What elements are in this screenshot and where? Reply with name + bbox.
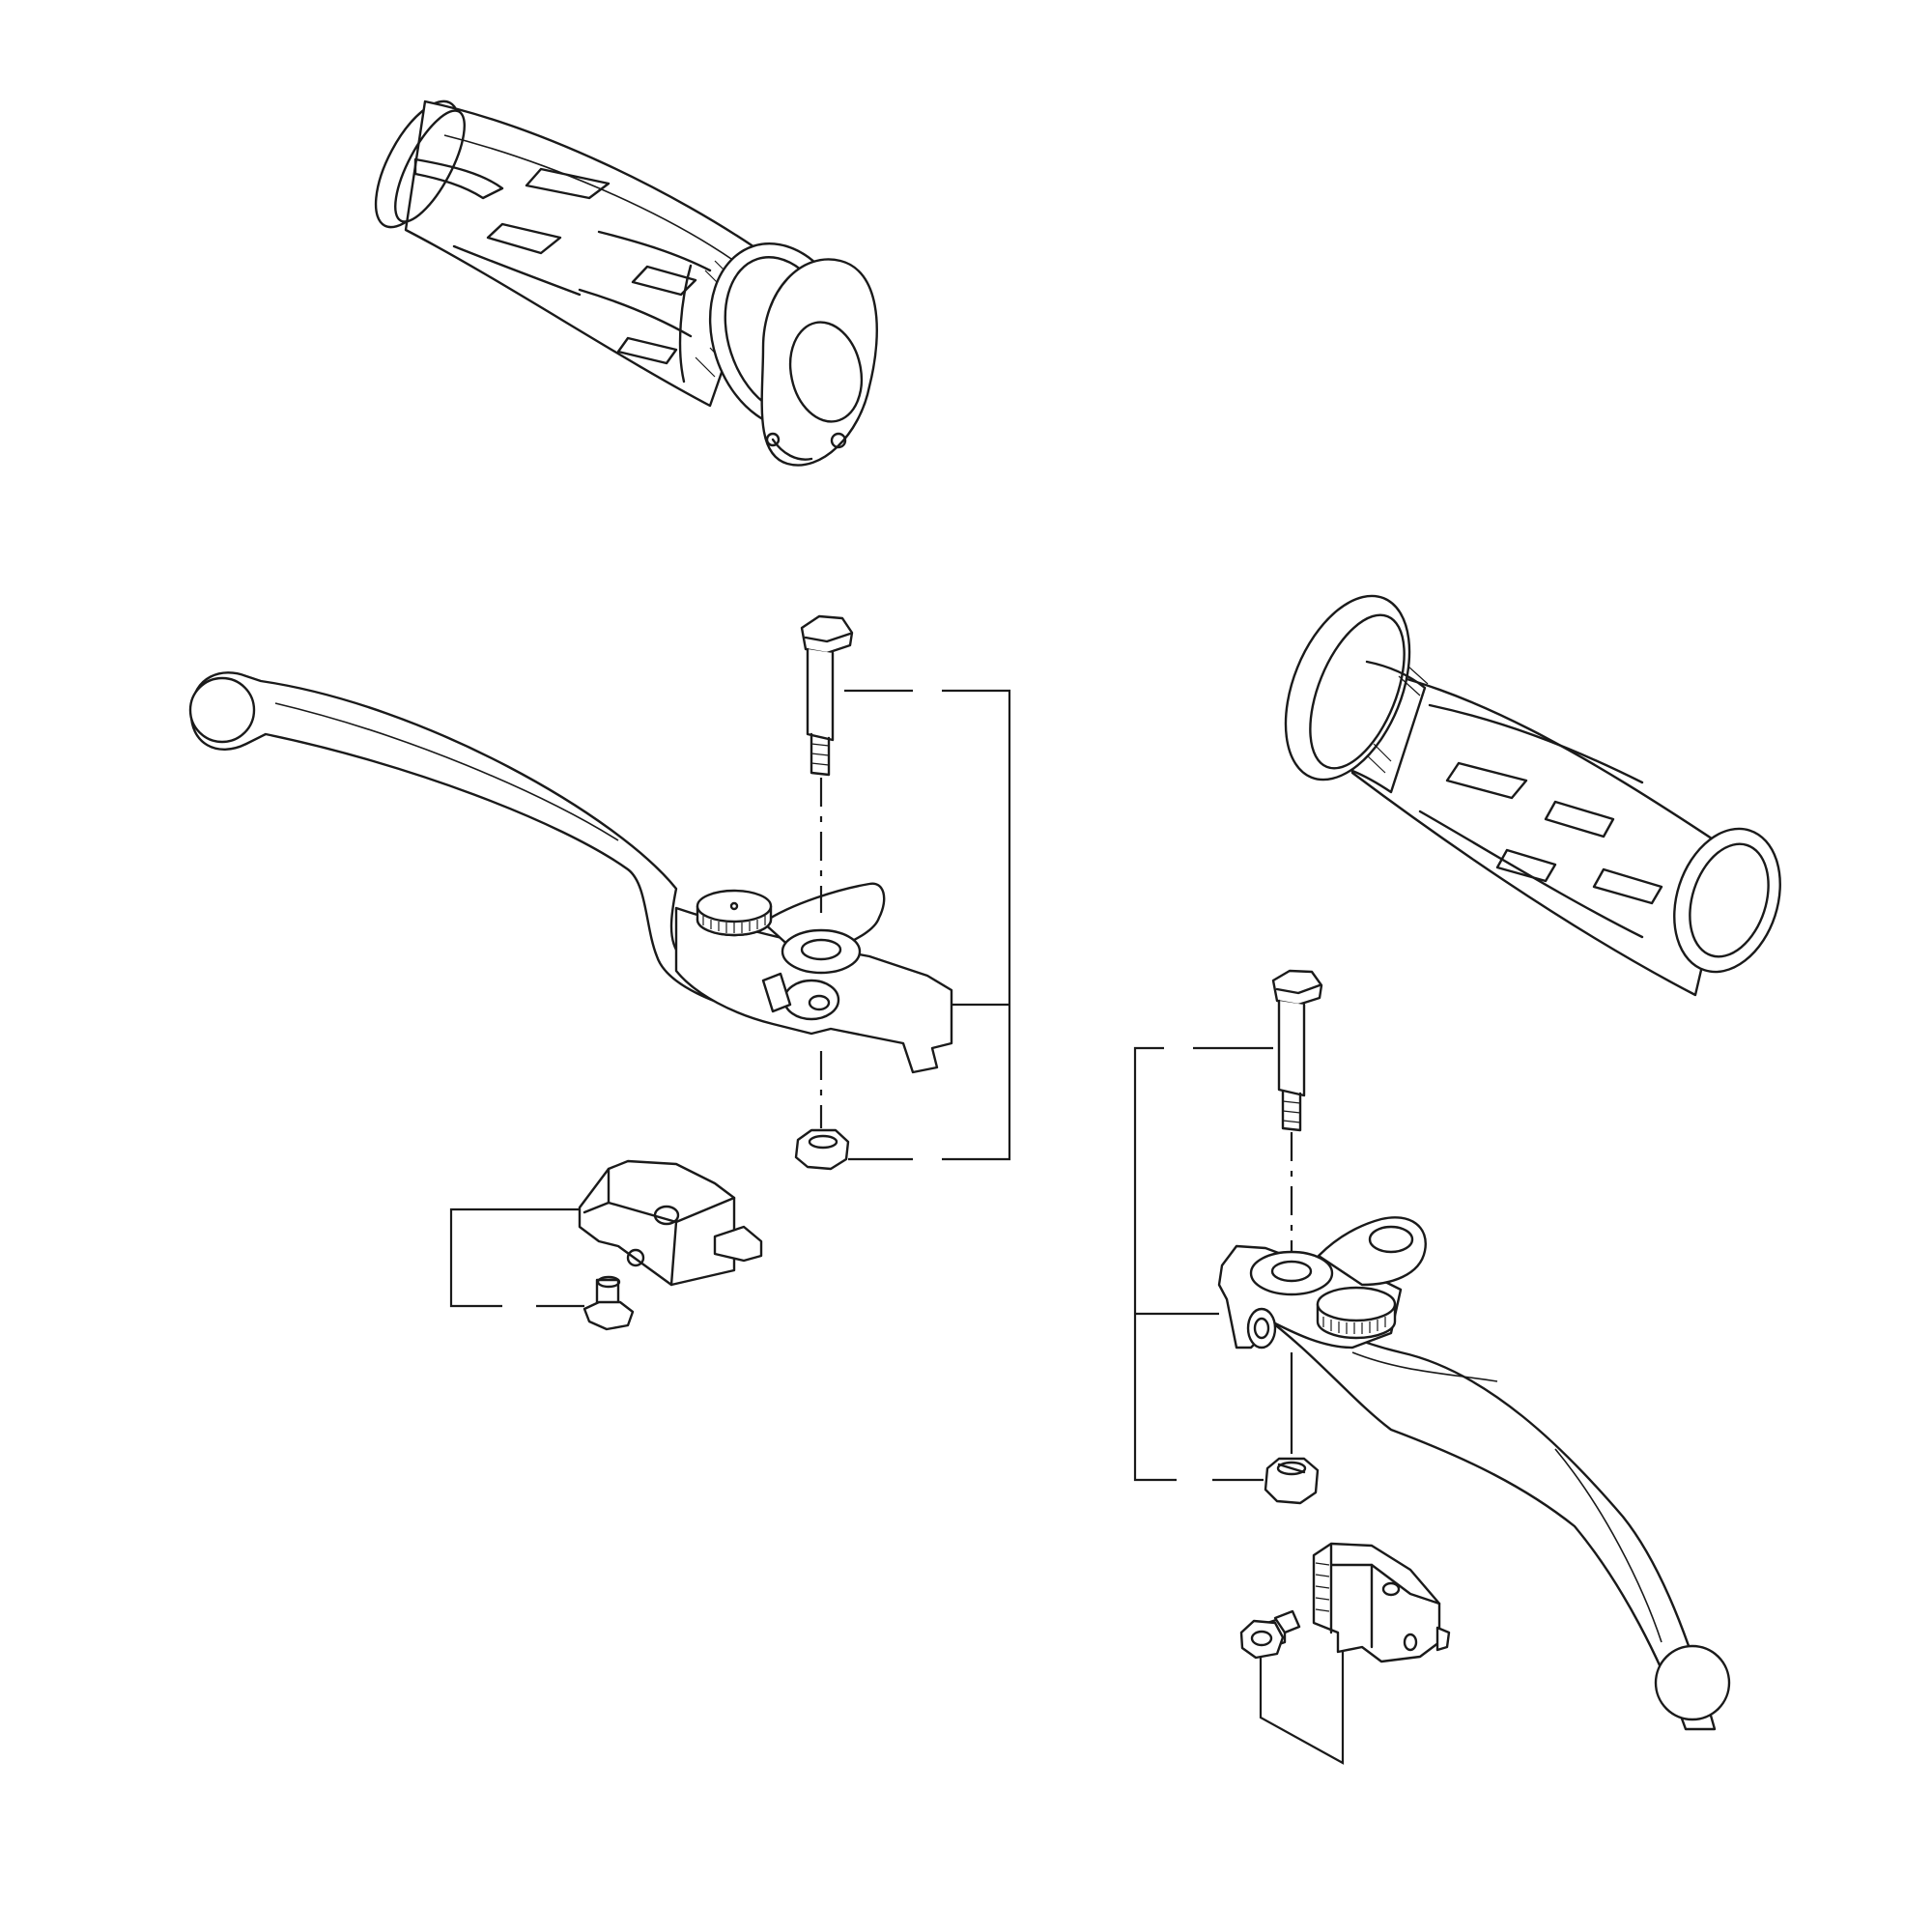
brake-lever-pivot-bolt[interactable] [1271,969,1323,1132]
clutch-switch[interactable] [578,1159,763,1287]
left-handlebar-grip[interactable] [359,89,878,467]
clutch-lever-nut[interactable] [794,1128,850,1171]
clutch-lever[interactable] [188,671,953,1074]
front-brake-switch-screw[interactable] [1239,1609,1301,1660]
brake-lever-nut[interactable] [1264,1457,1320,1505]
right-handlebar-grip[interactable] [1262,578,1798,997]
clutch-leader-lines [819,689,1011,1161]
brake-leader-lines [1133,1046,1293,1482]
clutch-lever-pivot-bolt[interactable] [800,614,854,777]
front-brake-switch[interactable] [1312,1542,1451,1663]
brake-lever[interactable] [1217,1216,1731,1731]
clutch-switch-screw[interactable] [582,1275,635,1331]
front-brake-switch-leader [1259,1652,1345,1765]
clutch-switch-leader [449,1208,584,1308]
